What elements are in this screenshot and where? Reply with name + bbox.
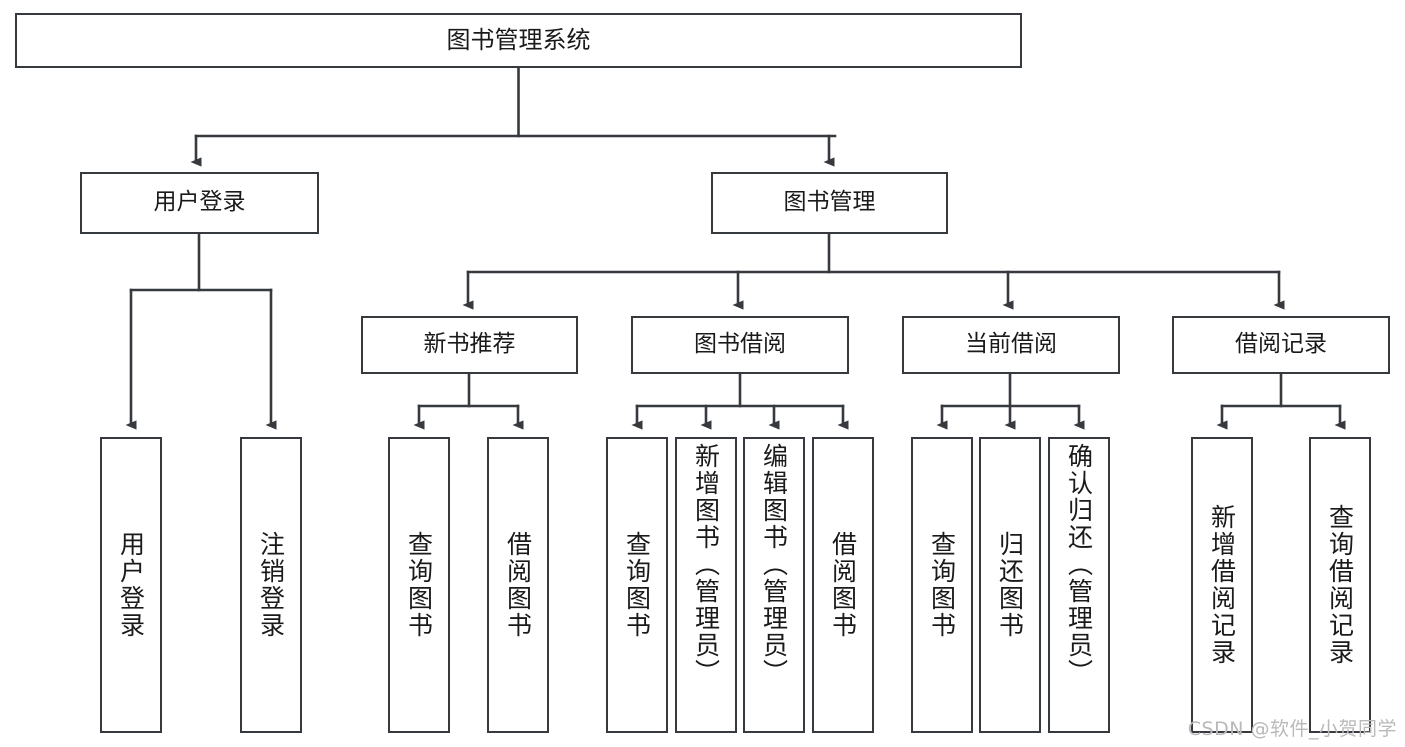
node-current-borrow[interactable]: 当前借阅 <box>902 316 1120 374</box>
node-leaf-add-borrow-record[interactable]: 新增借阅记录 <box>1191 437 1253 733</box>
node-label: 当前借阅 <box>965 331 1057 358</box>
node-label: 归还图书 <box>995 531 1025 639</box>
node-label: 确认归还（管理员） <box>1064 443 1094 686</box>
node-leaf-add-book-admin[interactable]: 新增图书（管理员） <box>675 437 737 733</box>
node-leaf-return-book[interactable]: 归还图书 <box>979 437 1041 733</box>
node-borrow-record[interactable]: 借阅记录 <box>1172 316 1390 374</box>
node-root-book-management-system[interactable]: 图书管理系统 <box>15 13 1022 68</box>
node-leaf-borrow-book-recommend[interactable]: 借阅图书 <box>487 437 549 733</box>
node-label: 借阅图书 <box>828 531 858 639</box>
node-book-management[interactable]: 图书管理 <box>711 172 948 234</box>
node-leaf-query-book-recommend[interactable]: 查询图书 <box>388 437 450 733</box>
node-label: 图书管理 <box>783 189 876 216</box>
node-book-borrow[interactable]: 图书借阅 <box>631 316 849 374</box>
node-label: 查询图书 <box>927 531 957 639</box>
node-label: 图书管理系统 <box>446 26 591 55</box>
node-label: 查询图书 <box>404 531 434 639</box>
node-label: 新增借阅记录 <box>1207 504 1237 666</box>
node-leaf-confirm-return-admin[interactable]: 确认归还（管理员） <box>1048 437 1110 733</box>
watermark: CSDN @软件_小贺同学 <box>1187 718 1397 740</box>
node-label: 用户登录 <box>153 189 246 216</box>
node-leaf-query-book-borrow[interactable]: 查询图书 <box>606 437 668 733</box>
node-leaf-query-book-current[interactable]: 查询图书 <box>911 437 973 733</box>
node-label: 查询借阅记录 <box>1325 504 1355 666</box>
node-label: 新增图书（管理员） <box>691 443 721 686</box>
node-leaf-borrow-book[interactable]: 借阅图书 <box>812 437 874 733</box>
node-label: 编辑图书（管理员） <box>759 443 789 686</box>
node-user-login[interactable]: 用户登录 <box>80 172 319 234</box>
node-label: 新书推荐 <box>423 331 516 358</box>
node-label: 查询图书 <box>622 531 652 639</box>
node-label: 借阅记录 <box>1235 331 1327 358</box>
node-label: 图书借阅 <box>694 331 786 358</box>
node-leaf-user-login[interactable]: 用户登录 <box>100 437 162 733</box>
node-leaf-edit-book-admin[interactable]: 编辑图书（管理员） <box>743 437 805 733</box>
node-label: 借阅图书 <box>503 531 533 639</box>
node-new-book-recommend[interactable]: 新书推荐 <box>361 316 578 374</box>
node-leaf-query-borrow-record[interactable]: 查询借阅记录 <box>1309 437 1371 733</box>
node-label: 用户登录 <box>116 531 146 639</box>
node-leaf-logout[interactable]: 注销登录 <box>240 437 302 733</box>
node-label: 注销登录 <box>256 531 286 639</box>
